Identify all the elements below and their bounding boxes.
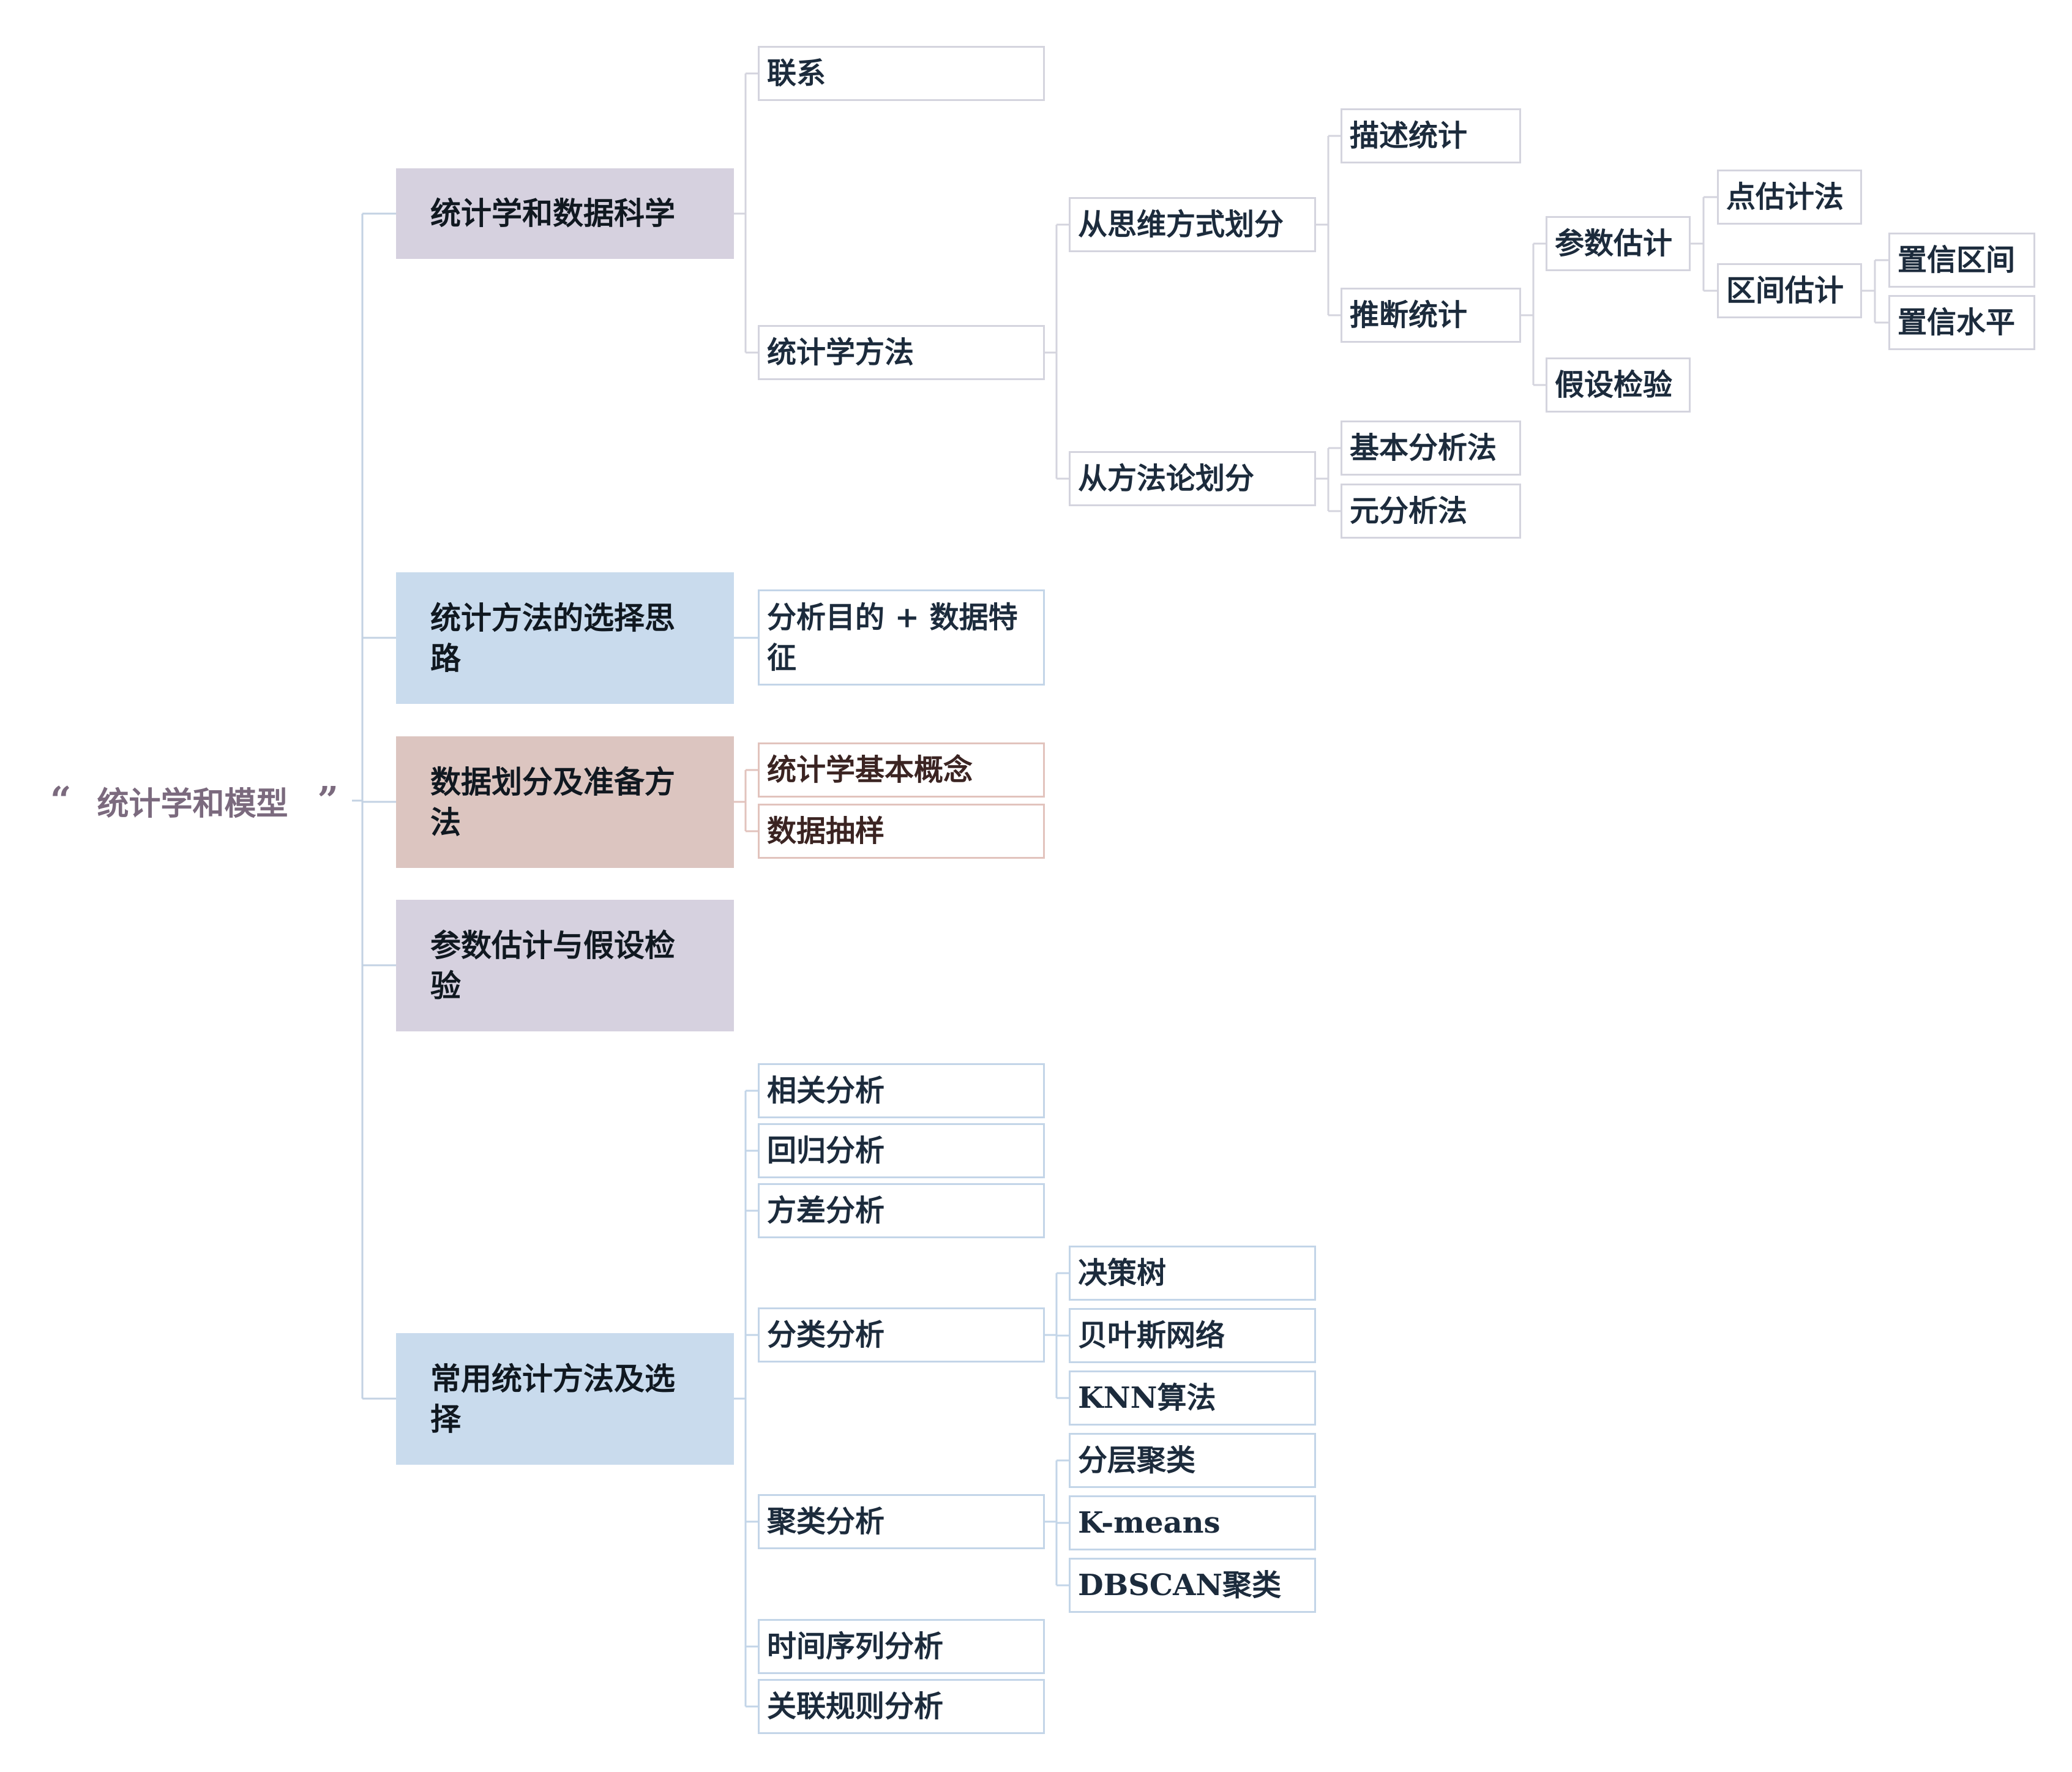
stat-methods-connector (1045, 223, 1069, 480)
node-label: 推断统计 (1350, 298, 1468, 332)
node-regression-analysis[interactable]: 回归分析 (758, 1123, 1045, 1178)
node-label: 点估计法 (1726, 180, 1844, 214)
node-label: 置信区间 (1898, 243, 2016, 277)
topic3-connector (734, 769, 758, 832)
node-label: 分类分析 (767, 1318, 885, 1352)
node-correlation-analysis[interactable]: 相关分析 (758, 1063, 1045, 1118)
node-dbscan-clustering[interactable]: DBSCAN聚类 (1069, 1558, 1316, 1613)
node-label: 置信水平 (1898, 305, 2016, 340)
node-label: KNN算法 (1078, 1381, 1216, 1415)
classification-connector (1045, 1272, 1069, 1399)
topic-stats-and-data-science[interactable]: 统计学和数据科学 (396, 168, 734, 259)
node-hierarchical-clustering[interactable]: 分层聚类 (1069, 1433, 1316, 1488)
node-by-thinking-mode[interactable]: 从思维方式划分 (1069, 197, 1316, 252)
node-classification-analysis[interactable]: 分类分析 (758, 1307, 1045, 1363)
node-interval-estimation[interactable]: 区间估计 (1717, 263, 1862, 318)
topic-label: 数据划分及准备方法 (430, 763, 675, 840)
node-label: 元分析法 (1350, 494, 1468, 528)
node-label: 数据抽样 (767, 814, 885, 848)
node-bayesian-network[interactable]: 贝叶斯网络 (1069, 1308, 1316, 1363)
node-inferential-statistics[interactable]: 推断统计 (1341, 288, 1521, 343)
topic-common-methods-selection[interactable]: 常用统计方法及选择 (396, 1333, 734, 1465)
node-purpose-and-data-features[interactable]: 分析目的 + 数据特征 (758, 589, 1045, 686)
node-meta-analysis[interactable]: 元分析法 (1341, 484, 1521, 539)
inferential-connector (1521, 242, 1546, 386)
node-label: 回归分析 (767, 1134, 885, 1168)
topic-data-partition-preparation[interactable]: 数据划分及准备方法 (396, 736, 734, 868)
node-label: K-means (1078, 1506, 1221, 1540)
node-label: 参数估计 (1555, 226, 1673, 261)
topic-estimation-and-testing[interactable]: 参数估计与假设检验 (396, 900, 734, 1031)
node-label: 区间估计 (1726, 274, 1844, 308)
clustering-connector (1045, 1459, 1069, 1587)
root-topic[interactable]: “ 统计学和模型 ” (50, 776, 338, 825)
node-label: 基本分析法 (1350, 431, 1497, 465)
node-confidence-interval[interactable]: 置信区间 (1888, 233, 2035, 288)
thinking-connector (1316, 135, 1341, 316)
node-time-series-analysis[interactable]: 时间序列分析 (758, 1619, 1045, 1674)
node-kmeans[interactable]: K-means (1069, 1495, 1316, 1550)
root-connector (352, 212, 396, 1400)
node-label: 分层聚类 (1078, 1443, 1196, 1478)
node-label: 统计学方法 (767, 335, 914, 370)
node-point-estimation[interactable]: 点估计法 (1717, 170, 1862, 225)
node-anova[interactable]: 方差分析 (758, 1183, 1045, 1238)
node-by-methodology[interactable]: 从方法论划分 (1069, 451, 1316, 506)
node-basic-concepts[interactable]: 统计学基本概念 (758, 742, 1045, 798)
topic1-connector (734, 72, 758, 354)
topic5-connector (734, 1090, 758, 1708)
node-decision-tree[interactable]: 决策树 (1069, 1246, 1316, 1301)
node-hypothesis-testing[interactable]: 假设检验 (1546, 357, 1691, 413)
node-label: DBSCAN聚类 (1078, 1568, 1282, 1602)
close-quote-mark: ” (317, 779, 339, 822)
node-label: 相关分析 (767, 1074, 885, 1108)
node-label: 方差分析 (767, 1194, 885, 1228)
methodology-connector (1316, 447, 1341, 512)
node-knn-algorithm[interactable]: KNN算法 (1069, 1370, 1316, 1426)
node-label: 假设检验 (1555, 368, 1673, 402)
node-clustering-analysis[interactable]: 聚类分析 (758, 1494, 1045, 1549)
topic-label: 常用统计方法及选择 (430, 1360, 675, 1437)
node-label: 聚类分析 (767, 1505, 885, 1539)
node-label: 描述统计 (1350, 119, 1468, 153)
node-basic-analysis-method[interactable]: 基本分析法 (1341, 421, 1521, 476)
node-confidence-level[interactable]: 置信水平 (1888, 295, 2035, 350)
node-label: 从方法论划分 (1078, 462, 1255, 496)
node-label: 时间序列分析 (767, 1629, 944, 1664)
node-association-rules[interactable]: 关联规则分析 (758, 1679, 1045, 1734)
node-label: 联系 (767, 56, 826, 91)
node-descriptive-statistics[interactable]: 描述统计 (1341, 108, 1521, 163)
node-label: 决策树 (1078, 1256, 1167, 1290)
node-parameter-estimation[interactable]: 参数估计 (1546, 216, 1691, 271)
node-label: 从思维方式划分 (1078, 207, 1284, 242)
node-relation[interactable]: 联系 (758, 46, 1045, 101)
node-data-sampling[interactable]: 数据抽样 (758, 804, 1045, 859)
node-label: 关联规则分析 (767, 1689, 944, 1724)
topic-label: 统计学和数据科学 (430, 195, 675, 231)
open-quote-mark: “ (50, 779, 72, 822)
node-label: 贝叶斯网络 (1078, 1318, 1225, 1353)
topic-method-selection-approach[interactable]: 统计方法的选择思路 (396, 572, 734, 704)
estimation-connector (1691, 196, 1717, 292)
topic-label: 参数估计与假设检验 (430, 927, 675, 1004)
topic-label: 统计方法的选择思路 (430, 599, 675, 676)
interval-connector (1862, 259, 1888, 324)
node-label: 分析目的 + 数据特征 (767, 600, 1018, 675)
node-statistical-methods[interactable]: 统计学方法 (758, 325, 1045, 380)
node-label: 统计学基本概念 (767, 753, 973, 787)
root-topic-label: 统计学和模型 (97, 785, 288, 823)
